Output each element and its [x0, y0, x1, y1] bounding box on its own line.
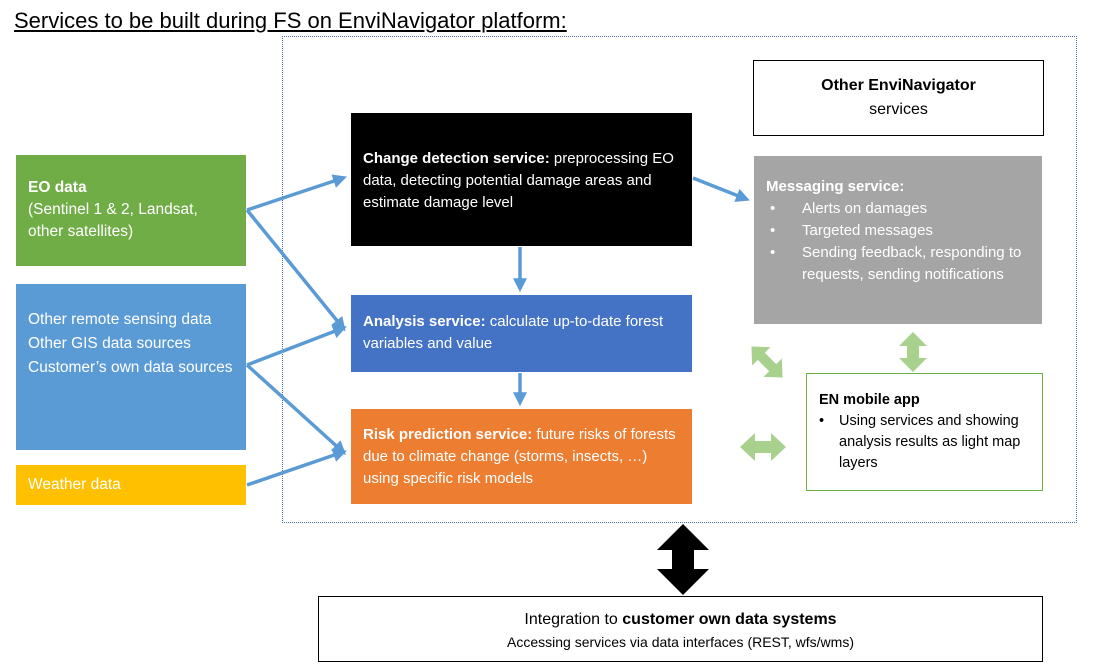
arrow-weather-to-risk	[246, 448, 347, 487]
analysis-text: calculate up-to-date forest variables an…	[363, 313, 664, 352]
arrow-change-to-messaging	[692, 176, 750, 202]
integration-subtitle: Accessing services via data interfaces (…	[507, 634, 854, 650]
messaging-item: Targeted messages	[766, 220, 1030, 242]
double-arrow-risk-mobile	[740, 433, 786, 461]
remote-sensing-box: Other remote sensing data Other GIS data…	[16, 284, 246, 450]
analysis-title: Analysis service:	[363, 313, 486, 330]
double-arrow-messaging-mobile	[899, 332, 927, 372]
other-services-title: Other EnviNavigator	[821, 77, 976, 94]
eo-data-detail: (Sentinel 1 & 2, Landsat, other satellit…	[28, 201, 198, 240]
arrow-eo-to-change-detection	[246, 174, 347, 212]
remote-sensing-line: Other remote sensing data	[28, 311, 212, 328]
weather-data-box: Weather data	[16, 465, 246, 505]
change-detection-text: preprocessing EO data, detecting potenti…	[363, 150, 674, 211]
messaging-service-box: Messaging service: Alerts on damages Tar…	[754, 156, 1042, 324]
change-detection-title: Change detection service:	[363, 150, 550, 167]
mobile-app-list: Using services and showing analysis resu…	[819, 411, 1030, 474]
integration-box: Integration to customer own data systems…	[318, 596, 1043, 662]
messaging-item: Sending feedback, responding to requests…	[766, 242, 1030, 286]
eo-data-title: EO data	[28, 179, 87, 196]
risk-prediction-service-box: Risk prediction service: future risks of…	[351, 409, 692, 504]
messaging-list: Alerts on damages Targeted messages Send…	[766, 198, 1030, 286]
messaging-item: Alerts on damages	[766, 198, 1030, 220]
arrow-eo-to-analysis	[245, 208, 346, 332]
integration-title-prefix: Integration to	[524, 611, 623, 628]
other-services-box: Other EnviNavigator services	[753, 60, 1044, 136]
analysis-service-box: Analysis service: calculate up-to-date f…	[351, 295, 692, 372]
mobile-app-box: EN mobile app Using services and showing…	[806, 373, 1043, 491]
change-detection-service-box: Change detection service: preprocessing …	[351, 113, 692, 246]
integration-title: Integration to customer own data systems	[319, 608, 1042, 632]
messaging-title: Messaging service:	[766, 178, 905, 195]
double-arrow-integration	[657, 524, 709, 595]
other-services-subtitle: services	[869, 101, 928, 118]
gis-sources-line: Other GIS data sources	[28, 335, 191, 352]
arrow-remote-to-risk	[245, 363, 347, 455]
mobile-app-item: Using services and showing analysis resu…	[819, 411, 1030, 474]
weather-data-label: Weather data	[28, 476, 121, 493]
integration-title-bold: customer own data systems	[622, 611, 837, 628]
envinavigator-platform-boundary	[282, 36, 1077, 523]
arrow-remote-to-analysis	[246, 324, 347, 367]
risk-prediction-title: Risk prediction service:	[363, 426, 533, 443]
mobile-app-title: EN mobile app	[819, 392, 920, 408]
risk-prediction-text: future risks of forests due to climate c…	[363, 426, 676, 487]
page-title: Services to be built during FS on EnviNa…	[14, 8, 567, 33]
double-arrow-diagonal	[751, 346, 783, 378]
eo-data-box: EO data (Sentinel 1 & 2, Landsat, other …	[16, 155, 246, 266]
customer-data-line: Customer’s own data sources	[28, 359, 233, 376]
